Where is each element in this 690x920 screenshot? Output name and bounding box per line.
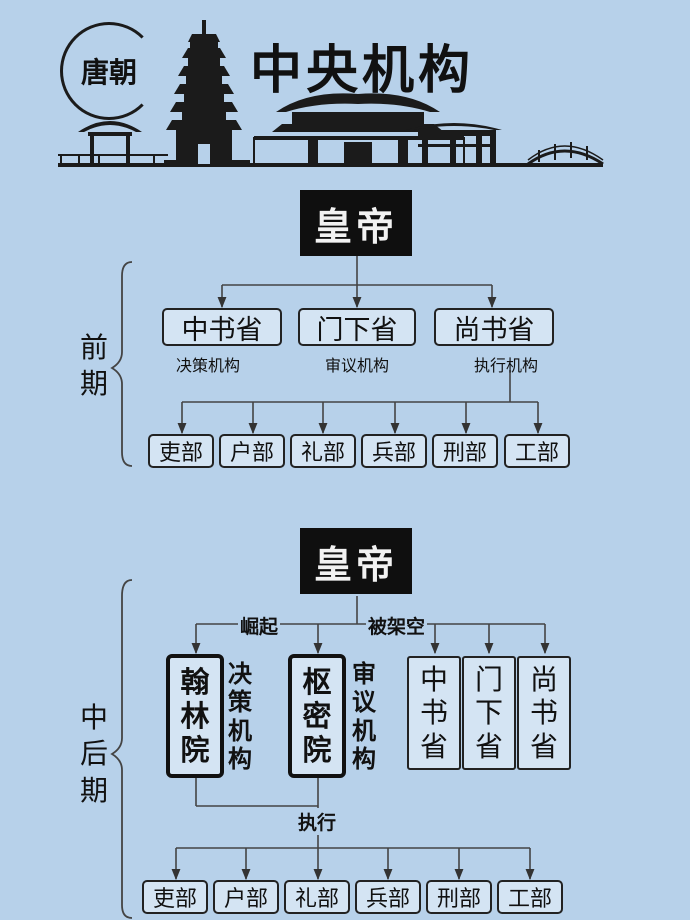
execute-label: 执行 — [296, 808, 339, 835]
late-ministry-rites: 礼部 — [284, 880, 350, 914]
rise-label: 崛起 — [238, 612, 281, 639]
ministry-personnel: 吏部 — [148, 434, 214, 468]
late-ministry-justice: 刑部 — [426, 880, 492, 914]
late-ministry-works: 工部 — [497, 880, 563, 914]
late-ministry-war: 兵部 — [355, 880, 421, 914]
old-dept-zhongshu: 中 书 省 — [407, 656, 461, 770]
late-period-label: 中 后 期 — [80, 701, 109, 807]
ministry-war: 兵部 — [361, 434, 427, 468]
late-ministry-personnel: 吏部 — [142, 880, 208, 914]
seal-text: 唐朝 — [80, 56, 137, 89]
dept-shangshu: 尚书省 — [434, 308, 554, 346]
role-decision: 决策机构 — [176, 356, 241, 375]
early-brace — [110, 261, 133, 467]
architecture-skyline-illustration — [58, 20, 604, 167]
hanlin-role-label: 决 策 机 构 — [228, 660, 252, 773]
late-brace — [110, 579, 133, 919]
early-period-label: 前 期 — [80, 331, 109, 401]
sidelined-label: 被架空 — [366, 612, 428, 639]
ministry-works: 工部 — [504, 434, 570, 468]
old-dept-menxia: 门 下 省 — [462, 656, 516, 770]
ministry-revenue: 户部 — [219, 434, 285, 468]
dept-zhongshu: 中书省 — [162, 308, 282, 346]
ministry-justice: 刑部 — [432, 434, 498, 468]
old-dept-shangshu: 尚 书 省 — [517, 656, 571, 770]
role-execution: 执行机构 — [474, 356, 539, 375]
ministry-rites: 礼部 — [290, 434, 356, 468]
shumi-role-label: 审 议 机 构 — [352, 660, 376, 773]
early-emperor-box: 皇帝 — [300, 190, 412, 256]
hanlin-academy-box: 翰 林 院 — [166, 654, 224, 778]
dynasty-seal: 唐朝 — [60, 22, 158, 120]
page-title: 中央机构 — [250, 40, 475, 101]
late-ministry-revenue: 户部 — [213, 880, 279, 914]
late-emperor-box: 皇帝 — [300, 528, 412, 594]
shumi-council-box: 枢 密 院 — [288, 654, 346, 778]
role-review: 审议机构 — [325, 356, 390, 375]
dept-menxia: 门下省 — [298, 308, 416, 346]
